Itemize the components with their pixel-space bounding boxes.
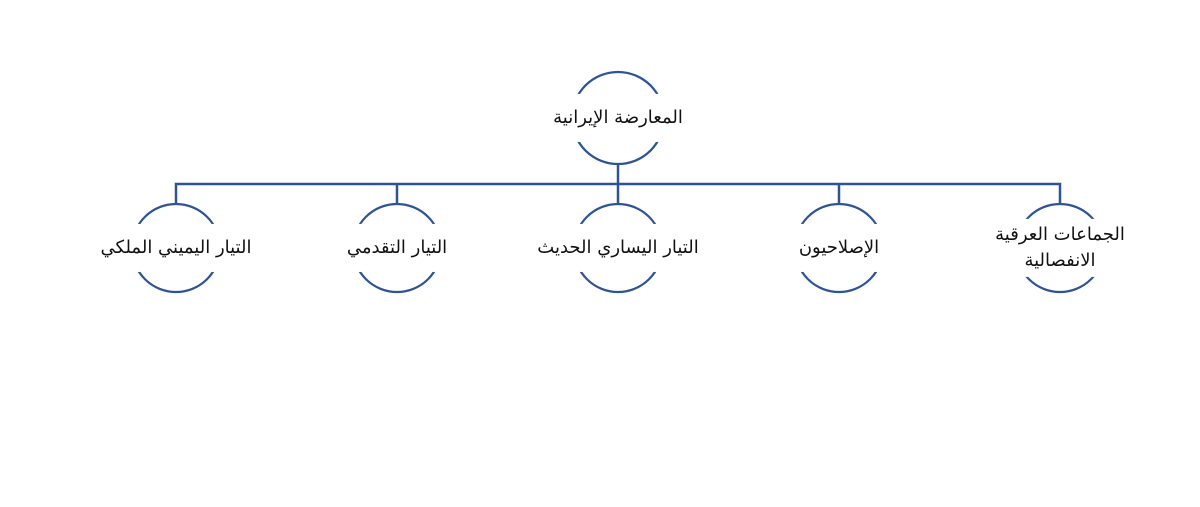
child-node-label-reformists: الإصلاحيون [790, 223, 888, 273]
child-node-label-progressive: التيار التقدمي [338, 223, 456, 273]
tree-connector-lines [174, 164, 1062, 204]
child-node-label-modern-left: التيار اليساري الحديث [529, 223, 707, 273]
child-node-label-separatist-ethnic-groups: الجماعات العرقية الانفصالية [969, 218, 1151, 278]
root-node-label: المعارضة الإيرانية [545, 93, 691, 143]
child-node-label-monarchist-right: التيار اليميني الملكي [92, 223, 260, 273]
